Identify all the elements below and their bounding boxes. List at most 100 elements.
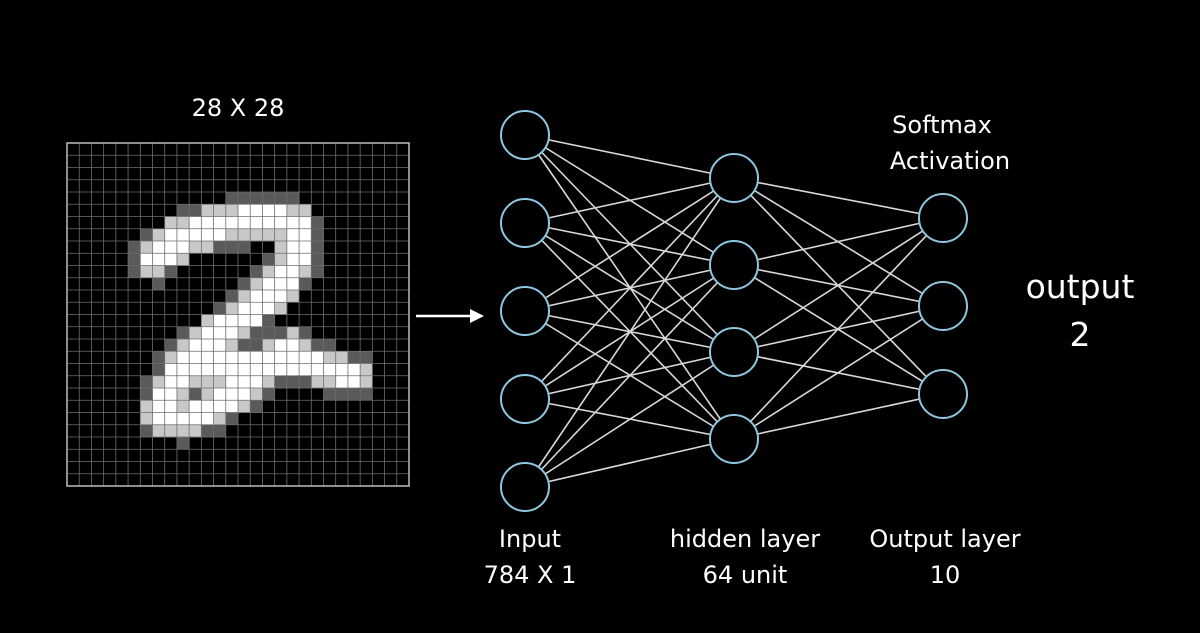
- connection-line: [733, 217, 944, 266]
- connections: [524, 134, 944, 488]
- digit-pixel: [286, 265, 300, 279]
- digit-pixel: [323, 388, 337, 401]
- digit-pixel: [189, 363, 202, 377]
- grid-size-label: 28 X 28: [191, 94, 285, 122]
- digit-pixel: [201, 241, 214, 254]
- digit-pixel: [347, 351, 361, 364]
- digit-pixel: [164, 265, 178, 279]
- connection-line: [524, 351, 735, 488]
- digit-pixel: [152, 375, 166, 389]
- digit-pixel: [152, 363, 166, 377]
- digit-pixel: [286, 363, 300, 377]
- hidden-node: [709, 153, 759, 203]
- digit-pixel: [213, 351, 227, 364]
- neurons: [500, 110, 968, 512]
- digit-pixel: [274, 351, 288, 364]
- digit-pixel: [286, 339, 300, 352]
- digit-pixel: [347, 375, 361, 389]
- digit-pixel: [311, 253, 324, 266]
- digit-pixel: [250, 265, 263, 279]
- digit-pixel: [262, 265, 275, 279]
- digit-pixel: [335, 351, 349, 364]
- digit-pixel: [189, 228, 202, 242]
- digit-pixel: [140, 253, 153, 266]
- mnist-digit-image: [66, 142, 410, 487]
- digit-pixel: [201, 216, 214, 230]
- digit-pixel: [140, 400, 153, 413]
- digit-pixel: [238, 388, 251, 401]
- digit-pixel: [238, 277, 251, 291]
- digit-pixel: [274, 375, 288, 389]
- hidden-node: [709, 327, 759, 377]
- digit-pixel: [164, 388, 178, 401]
- digit-pixel: [262, 290, 275, 303]
- digit-pixel: [152, 253, 166, 266]
- digit-pixel: [201, 400, 214, 413]
- digit-pixel: [299, 204, 312, 217]
- digit-pixel: [201, 351, 214, 364]
- digit-pixel: [201, 424, 214, 438]
- digit-pixel: [238, 192, 251, 205]
- digit-pixel: [164, 400, 178, 413]
- digit-pixel: [286, 228, 300, 242]
- digit-pixel: [238, 375, 251, 389]
- digit-pixels: [128, 192, 373, 450]
- digit-pixel: [164, 241, 178, 254]
- digit-pixel: [213, 339, 227, 352]
- digit-pixel: [250, 228, 263, 242]
- digit-pixel: [250, 326, 263, 340]
- digit-pixel: [225, 388, 239, 401]
- digit-pixel: [213, 204, 227, 217]
- digit-pixel: [176, 388, 190, 401]
- output-node: [918, 281, 968, 331]
- input-node: [500, 286, 550, 336]
- digit-pixel: [262, 253, 275, 266]
- digit-pixel: [201, 375, 214, 389]
- digit-pixel: [176, 424, 190, 438]
- input-node: [500, 110, 550, 160]
- digit-pixel: [286, 241, 300, 254]
- digit-pixel: [201, 388, 214, 401]
- digit-pixel: [213, 388, 227, 401]
- digit-pixel: [286, 192, 300, 205]
- digit-pixel: [225, 400, 239, 413]
- digit-pixel: [311, 363, 324, 377]
- digit-pixel: [225, 204, 239, 217]
- connection-line: [733, 393, 944, 440]
- digit-pixel: [238, 400, 251, 413]
- digit-pixel: [286, 375, 300, 389]
- digit-pixel: [335, 388, 349, 401]
- digit-pixel: [299, 228, 312, 242]
- digit-pixel: [201, 339, 214, 352]
- digit-pixel: [323, 375, 337, 389]
- digit-pixel: [140, 412, 153, 426]
- digit-pixel: [274, 302, 288, 315]
- digit-pixel: [225, 241, 239, 254]
- input-size-label: 784 X 1: [483, 561, 577, 589]
- softmax-label: Softmax: [892, 111, 992, 139]
- digit-pixel: [274, 253, 288, 266]
- digit-pixel: [189, 216, 202, 230]
- digit-pixel: [311, 216, 324, 230]
- digit-pixel: [286, 351, 300, 364]
- digit-pixel: [189, 351, 202, 364]
- digit-pixel: [250, 339, 263, 352]
- digit-pixel: [189, 326, 202, 340]
- digit-pixel: [274, 290, 288, 303]
- digit-pixel: [213, 302, 227, 315]
- digit-pixel: [299, 241, 312, 254]
- digit-pixel: [140, 228, 153, 242]
- digit-pixel: [164, 412, 178, 426]
- digit-pixel: [323, 363, 337, 377]
- digit-pixel: [238, 339, 251, 352]
- digit-pixel: [201, 363, 214, 377]
- digit-pixel: [238, 228, 251, 242]
- digit-pixel: [299, 326, 312, 340]
- digit-pixel: [152, 424, 166, 438]
- digit-pixel: [189, 388, 202, 401]
- digit-pixel: [299, 375, 312, 389]
- connection-line: [524, 134, 735, 179]
- digit-pixel: [274, 363, 288, 377]
- digit-pixel: [164, 351, 178, 364]
- connection-line: [733, 305, 944, 440]
